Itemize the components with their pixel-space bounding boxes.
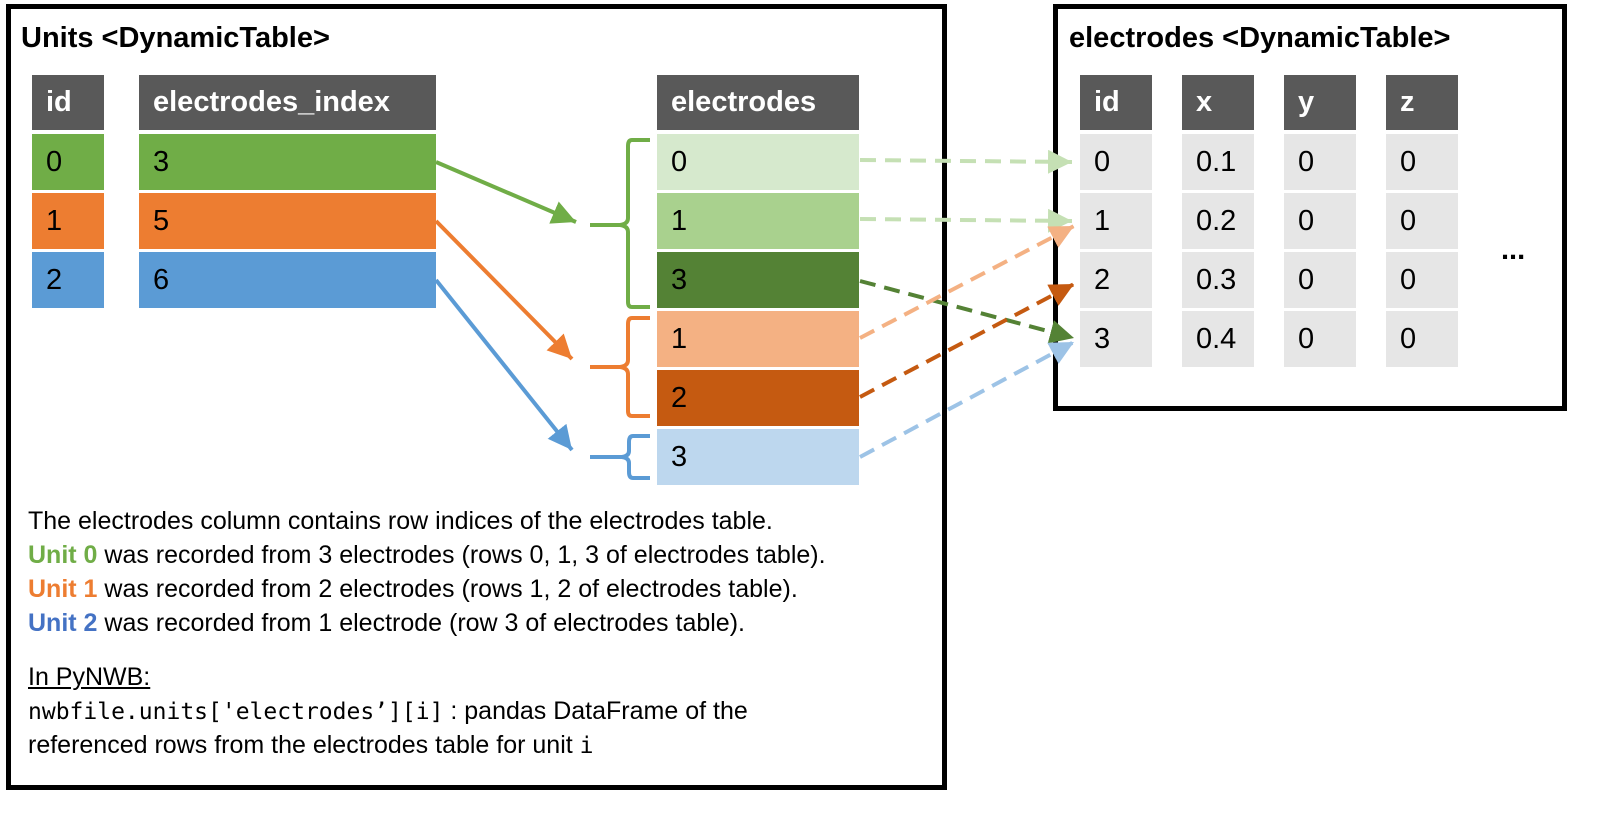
electrodes-index-cell: 3 bbox=[139, 134, 436, 190]
electrodes-value-cell: 1 bbox=[657, 193, 859, 249]
electrodes-table-cell: 0 bbox=[1386, 134, 1458, 190]
arrow-unit2-index bbox=[434, 278, 574, 452]
electrodes-value-cell: 0 bbox=[657, 134, 859, 190]
pynwb-code-desc: : pandas DataFrame of the bbox=[443, 697, 748, 725]
bracket-unit2 bbox=[590, 434, 650, 480]
description-unit0: Unit 0 was recorded from 3 electrodes (r… bbox=[28, 538, 826, 573]
electrodes-table-cell: 0 bbox=[1284, 134, 1356, 190]
electrodes-table-cell: 0.3 bbox=[1182, 252, 1254, 308]
pynwb-last-text: referenced rows from the electrodes tabl… bbox=[28, 731, 580, 759]
description-text: The electrodes column contains row indic… bbox=[28, 507, 773, 535]
arrow-unit0-index bbox=[435, 160, 577, 224]
unit1-text: was recorded from 2 electrodes (rows 1, … bbox=[97, 575, 798, 603]
pynwb-last-code: i bbox=[579, 733, 594, 759]
electrodes-y-header: y bbox=[1284, 75, 1356, 130]
description-line-1: The electrodes column contains row indic… bbox=[28, 504, 773, 539]
ref-electrode-1-orange bbox=[859, 224, 1075, 340]
bracket-unit1 bbox=[590, 316, 650, 418]
electrodes-table-cell: 0 bbox=[1386, 193, 1458, 249]
description-unit2: Unit 2 was recorded from 1 electrode (ro… bbox=[28, 606, 745, 641]
electrodes-z-header: z bbox=[1386, 75, 1458, 130]
electrodes-table-cell: 0.4 bbox=[1182, 311, 1254, 367]
electrodes-table-cell: 0 bbox=[1284, 311, 1356, 367]
electrodes-table-cell: 0 bbox=[1386, 311, 1458, 367]
electrodes-index-cell: 5 bbox=[139, 193, 436, 249]
unit2-text: was recorded from 1 electrode (row 3 of … bbox=[97, 609, 745, 637]
pynwb-heading-text: In PyNWB: bbox=[28, 663, 151, 691]
electrodes-value-cell: 2 bbox=[657, 370, 859, 426]
ref-electrode-3-blue bbox=[859, 340, 1075, 459]
ref-electrode-2-orange bbox=[859, 282, 1075, 399]
more-columns-ellipsis: ... bbox=[1501, 234, 1526, 266]
electrodes-value-cell: 3 bbox=[657, 429, 859, 485]
unit0-label: Unit 0 bbox=[28, 541, 98, 569]
pynwb-code-line: nwbfile.units['electrodes’][i] : pandas … bbox=[28, 694, 748, 730]
ref-electrode-3-green bbox=[859, 279, 1075, 344]
electrodes-table-cell: 0.2 bbox=[1182, 193, 1254, 249]
units-id-cell: 0 bbox=[32, 134, 104, 190]
electrodes-id-header: id bbox=[1080, 75, 1152, 130]
pynwb-last-line: referenced rows from the electrodes tabl… bbox=[28, 728, 594, 764]
ref-electrode-1 bbox=[859, 208, 1073, 233]
electrodes-table-title: electrodes <DynamicTable> bbox=[1069, 22, 1451, 54]
description-unit1: Unit 1 was recorded from 2 electrodes (r… bbox=[28, 572, 798, 607]
electrodes-table-cell: 0 bbox=[1080, 134, 1152, 190]
unit0-text: was recorded from 3 electrodes (rows 0, … bbox=[97, 541, 826, 569]
electrodes-table-cell: 0.1 bbox=[1182, 134, 1254, 190]
units-id-cell: 2 bbox=[32, 252, 104, 308]
ref-electrode-0 bbox=[859, 149, 1073, 174]
units-id-cell: 1 bbox=[32, 193, 104, 249]
electrodes-x-header: x bbox=[1182, 75, 1254, 130]
electrodes-column-header: electrodes bbox=[657, 75, 859, 130]
electrodes-index-header: electrodes_index bbox=[139, 75, 436, 130]
electrodes-value-cell: 3 bbox=[657, 252, 859, 308]
units-table-title: Units <DynamicTable> bbox=[21, 22, 330, 54]
unit2-label: Unit 2 bbox=[28, 609, 98, 637]
electrodes-table-cell: 0 bbox=[1284, 193, 1356, 249]
electrodes-table-cell: 1 bbox=[1080, 193, 1152, 249]
electrodes-table-cell: 3 bbox=[1080, 311, 1152, 367]
arrow-unit1-index bbox=[434, 219, 574, 361]
electrodes-table-cell: 0 bbox=[1386, 252, 1458, 308]
units-id-header: id bbox=[32, 75, 104, 130]
unit1-label: Unit 1 bbox=[28, 575, 98, 603]
electrodes-table-cell: 2 bbox=[1080, 252, 1152, 308]
pynwb-code: nwbfile.units['electrodes’][i] bbox=[28, 699, 444, 725]
pynwb-heading: In PyNWB: bbox=[28, 660, 150, 695]
electrodes-value-cell: 1 bbox=[657, 311, 859, 367]
bracket-unit0 bbox=[590, 138, 650, 309]
electrodes-table-cell: 0 bbox=[1284, 252, 1356, 308]
electrodes-index-cell: 6 bbox=[139, 252, 436, 308]
